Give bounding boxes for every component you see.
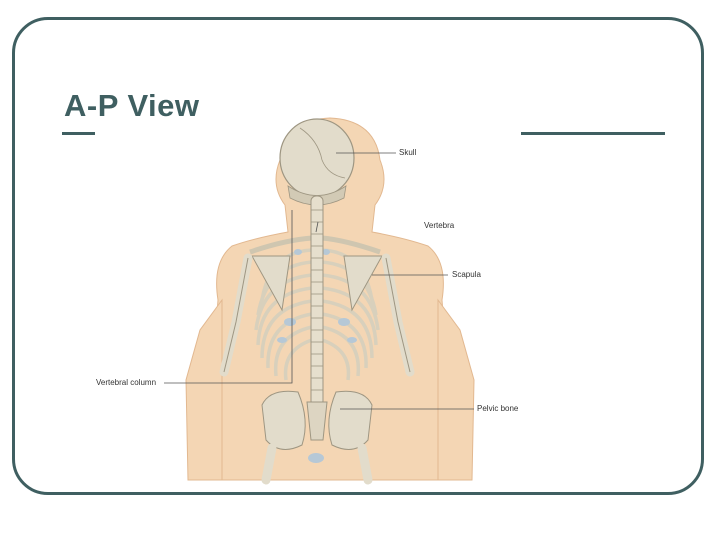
label-pelvic-bone: Pelvic bone [477, 404, 519, 413]
costal-cartilage [277, 249, 357, 343]
leader-lines [164, 152, 474, 410]
slide-frame [12, 17, 704, 495]
skull [279, 118, 355, 206]
slide-title: A-P View [64, 88, 200, 123]
title-underline-left [62, 132, 95, 135]
label-vertebra: Vertebra [424, 221, 455, 230]
label-scapula: Scapula [452, 270, 481, 279]
label-vertebral-column: Vertebral column [96, 378, 156, 387]
rib-cage [254, 248, 380, 381]
arms [219, 253, 415, 377]
scapulae [251, 255, 383, 312]
title-underline-right [521, 132, 665, 135]
body-silhouette [185, 117, 475, 481]
label-skull: Skull [399, 148, 417, 157]
pelvis [261, 390, 373, 485]
shoulder-girdle [249, 235, 381, 255]
vertebral-column [310, 195, 324, 407]
